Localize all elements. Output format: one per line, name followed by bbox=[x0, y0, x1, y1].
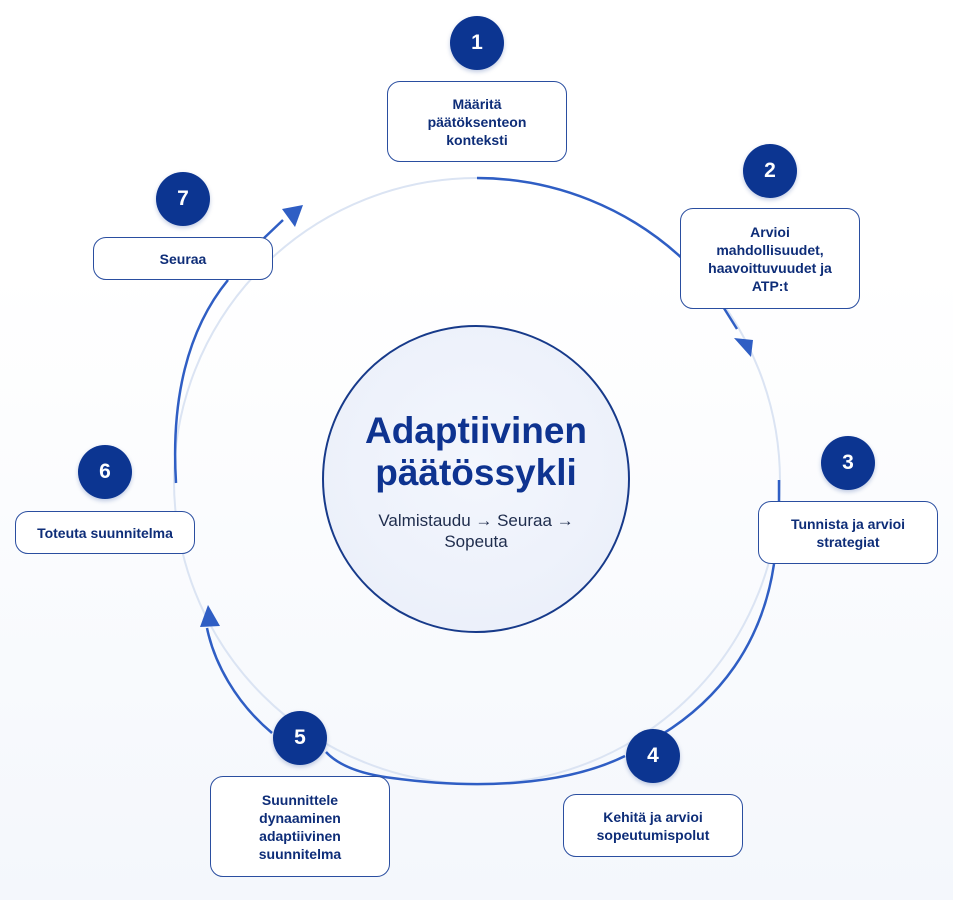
center-subtitle: Valmistaudu → Seuraa → Sopeuta bbox=[378, 511, 574, 551]
arrowhead-5-to-6 bbox=[200, 605, 220, 627]
step-1-number: 1 bbox=[450, 16, 504, 70]
arrowhead-2-to-3 bbox=[734, 338, 753, 357]
arc-1-to-2 bbox=[476, 176, 687, 263]
center-title: Adaptiivinen päätössykli bbox=[364, 410, 588, 493]
step-7-box: Seuraa bbox=[93, 237, 273, 280]
step-4-box: Kehitä ja arvioi sopeutumispolut bbox=[563, 794, 743, 857]
arc-7-to-1-lead bbox=[261, 219, 284, 241]
arrowhead-7-to-1 bbox=[282, 205, 303, 227]
arc-6-to-7 bbox=[173, 279, 229, 484]
step-6-number: 6 bbox=[78, 445, 132, 499]
step-2-box: Arvioi mahdollisuudet, haavoittuvuudet j… bbox=[680, 208, 860, 309]
step-6-box: Toteuta suunnitelma bbox=[15, 511, 195, 554]
arc-4-to-5 bbox=[325, 751, 626, 786]
step-3-number: 3 bbox=[821, 436, 875, 490]
step-3-box: Tunnista ja arvioi strategiat bbox=[758, 501, 938, 564]
step-1-box: Määritä päätöksenteon konteksti bbox=[387, 81, 567, 162]
step-5-number: 5 bbox=[273, 711, 327, 765]
arc-5-to-6 bbox=[205, 627, 273, 734]
step-2-number: 2 bbox=[743, 144, 797, 198]
center-circle: Adaptiivinen päätössykli Valmistaudu → S… bbox=[322, 325, 630, 633]
step-4-number: 4 bbox=[626, 729, 680, 783]
step-5-box: Suunnittele dynaaminen adaptiivinen suun… bbox=[210, 776, 390, 877]
step-7-number: 7 bbox=[156, 172, 210, 226]
arc-3-to-4 bbox=[660, 563, 776, 737]
arc-2-to-3-lead bbox=[720, 304, 739, 330]
